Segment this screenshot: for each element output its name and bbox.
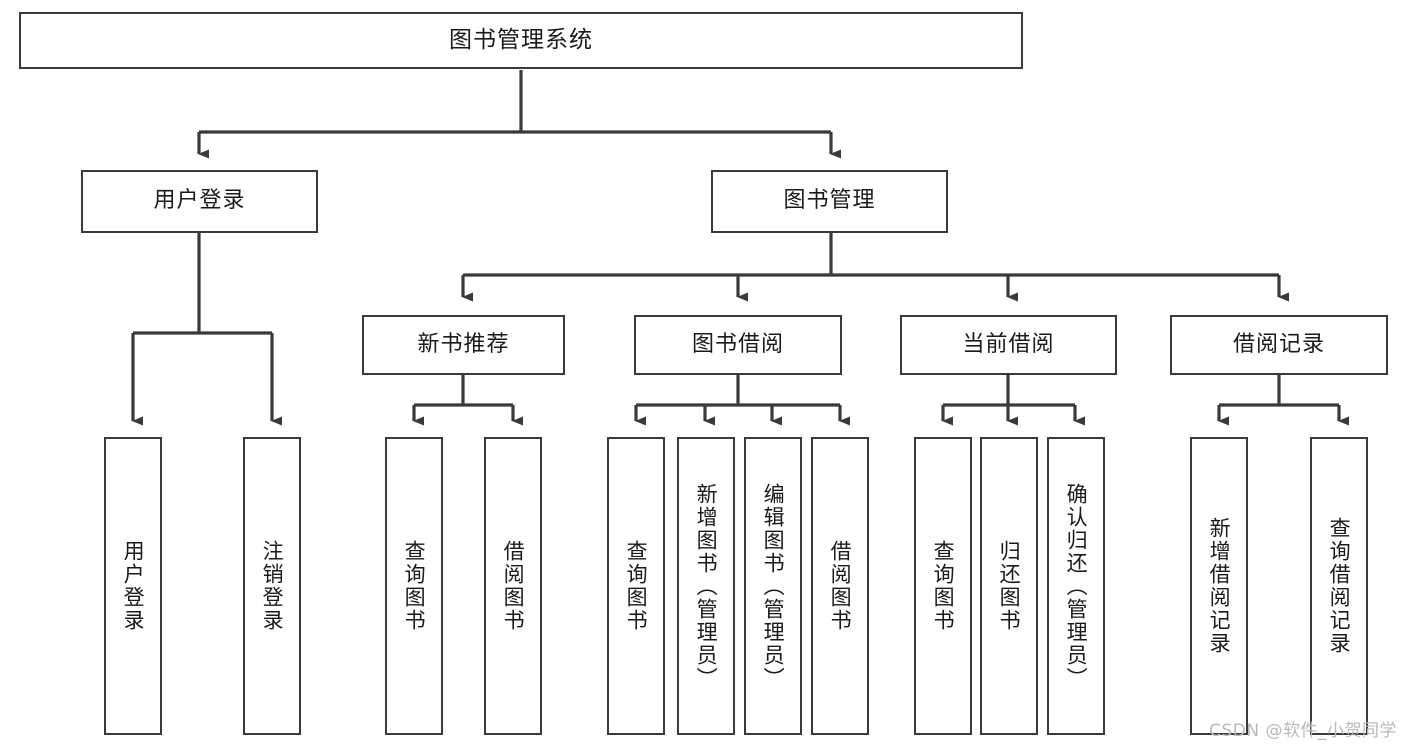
leaf-query-book-1[interactable]: 查询图书 [385, 437, 443, 735]
leaf-confirm-return-label: 确认归还（管理员） [1064, 482, 1089, 690]
leaf-query-book-2-label: 查询图书 [624, 540, 649, 632]
leaf-query-book-1-label: 查询图书 [402, 540, 427, 632]
node-book-borrow[interactable]: 图书借阅 [634, 315, 842, 375]
watermark: CSDN @软件_小贺同学 [1209, 721, 1397, 741]
leaf-query-book-2[interactable]: 查询图书 [607, 437, 665, 735]
node-current-borrow[interactable]: 当前借阅 [900, 315, 1117, 375]
node-new-book-recommend-label: 新书推荐 [417, 331, 510, 357]
node-book-management-label: 图书管理 [783, 188, 876, 214]
node-new-book-recommend[interactable]: 新书推荐 [362, 315, 565, 375]
leaf-return-book-label: 归还图书 [997, 540, 1022, 632]
leaf-user-login-label: 用户登录 [121, 540, 146, 632]
node-book-borrow-label: 图书借阅 [691, 331, 784, 357]
leaf-query-book-3[interactable]: 查询图书 [914, 437, 972, 735]
leaf-logout[interactable]: 注销登录 [243, 437, 301, 735]
node-root[interactable]: 图书管理系统 [19, 12, 1023, 69]
leaf-logout-label: 注销登录 [260, 540, 285, 632]
node-borrow-record-label: 借阅记录 [1232, 331, 1325, 357]
leaf-add-book[interactable]: 新增图书（管理员） [677, 437, 735, 735]
node-borrow-record[interactable]: 借阅记录 [1170, 315, 1388, 375]
node-book-management[interactable]: 图书管理 [711, 170, 948, 233]
node-root-label: 图书管理系统 [449, 26, 593, 53]
leaf-confirm-return[interactable]: 确认归还（管理员） [1047, 437, 1105, 735]
leaf-edit-book[interactable]: 编辑图书（管理员） [744, 437, 802, 735]
leaf-add-record-label: 新增借阅记录 [1207, 517, 1232, 655]
leaf-borrow-book-1-label: 借阅图书 [501, 540, 526, 632]
leaf-edit-book-label: 编辑图书（管理员） [761, 482, 786, 690]
node-user-login-label: 用户登录 [153, 188, 246, 214]
leaf-add-book-label: 新增图书（管理员） [694, 482, 719, 690]
leaf-add-record[interactable]: 新增借阅记录 [1190, 437, 1248, 735]
leaf-query-book-3-label: 查询图书 [931, 540, 956, 632]
leaf-borrow-book-1[interactable]: 借阅图书 [484, 437, 542, 735]
leaf-query-record[interactable]: 查询借阅记录 [1310, 437, 1368, 735]
node-user-login[interactable]: 用户登录 [81, 170, 318, 233]
leaf-borrow-book-2[interactable]: 借阅图书 [811, 437, 869, 735]
node-current-borrow-label: 当前借阅 [962, 331, 1055, 357]
leaf-user-login[interactable]: 用户登录 [104, 437, 162, 735]
leaf-query-record-label: 查询借阅记录 [1327, 517, 1352, 655]
leaf-borrow-book-2-label: 借阅图书 [828, 540, 853, 632]
leaf-return-book[interactable]: 归还图书 [980, 437, 1038, 735]
